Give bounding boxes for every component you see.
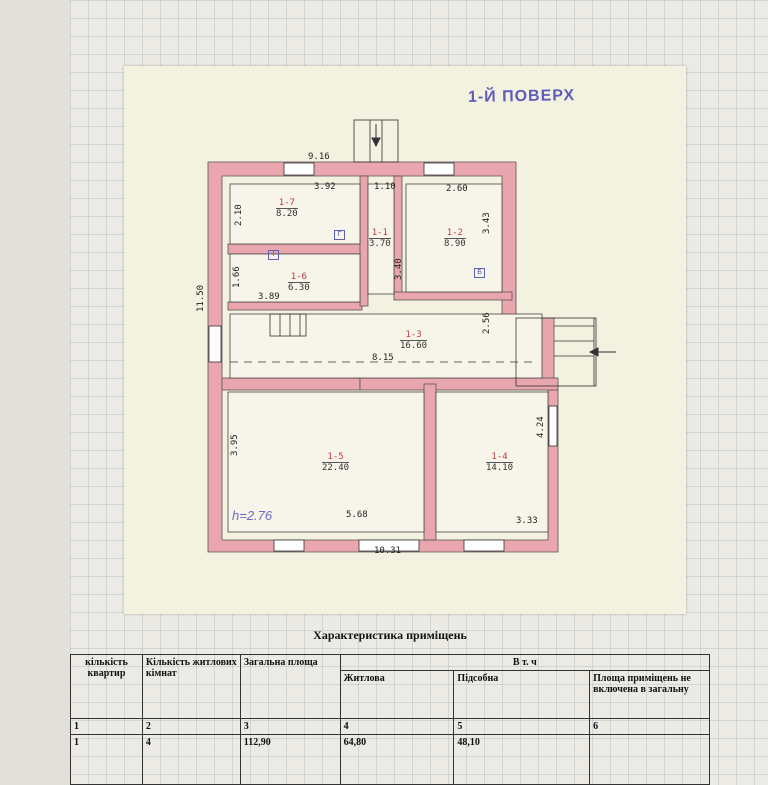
- dim-corridor-height: 2.56: [482, 312, 492, 334]
- header-total-area: Загальна площа: [239, 654, 341, 719]
- dim-kitchen-len: 3.92: [314, 182, 336, 192]
- cell-living: 64,80: [339, 734, 455, 785]
- dim-room2-height: 3.43: [482, 212, 492, 234]
- window: [283, 162, 315, 176]
- header-in-that: В т. ч: [339, 654, 711, 671]
- header-excluded: Площа приміщень не включена в загальну: [589, 670, 710, 719]
- dim-bath-wid: 1.66: [232, 266, 242, 288]
- wall-room2-bottom: [393, 291, 513, 301]
- wall-kitchen-bottom: [227, 243, 363, 255]
- floor-plan-sheet: 1-Й ПОВЕРХ 9.16 10.31 11.50 3.92 2.10 1.…: [124, 66, 686, 614]
- stairs: [269, 313, 307, 337]
- floor-plan-drawing: [207, 119, 616, 553]
- cell-excluded: [589, 734, 710, 785]
- wall-kitchen-right: [359, 175, 369, 307]
- window: [208, 325, 222, 363]
- room-1-7: [229, 183, 361, 245]
- header-auxiliary: Підсобна: [453, 670, 591, 719]
- table-title: Характеристика приміщень: [313, 628, 467, 642]
- dim-bottom-width: 10.31: [374, 546, 402, 556]
- room-1-6: [229, 253, 361, 303]
- col-number: 5: [453, 718, 591, 735]
- window: [548, 405, 558, 447]
- dim-bath-len: 3.89: [258, 292, 280, 302]
- room2-mark: Б: [474, 268, 485, 278]
- dim-left-height: 11.50: [196, 284, 206, 312]
- wall-corridor-bottom-right: [359, 377, 559, 391]
- ceiling-height-note: h=2.76: [232, 508, 273, 523]
- room-characteristics: Характеристика приміщень кількість кварт…: [70, 624, 711, 785]
- dim-corridor-len: 8.15: [372, 353, 394, 363]
- dim-room5-len: 5.68: [346, 510, 368, 520]
- header-apartments: кількість квартир: [70, 654, 143, 719]
- header-rooms: Кількість житлових кімнат: [141, 654, 241, 719]
- col-number: 4: [339, 718, 455, 735]
- window: [273, 539, 305, 552]
- bath-mark: I: [268, 250, 279, 260]
- room-1-3: [229, 313, 543, 379]
- dim-room4-height: 4.24: [536, 416, 546, 438]
- cell-rooms: 4: [141, 734, 241, 785]
- window: [423, 162, 455, 176]
- wall-bath-bottom: [227, 301, 363, 311]
- cell-apartments: 1: [70, 734, 143, 785]
- header-living: Житлова: [339, 670, 455, 719]
- dim-hall-len: 3.40: [394, 258, 404, 280]
- dim-room5-height: 3.95: [230, 434, 240, 456]
- floor-stamp: 1-Й ПОВЕРХ: [467, 87, 576, 106]
- kitchen-mark: Г: [334, 230, 345, 240]
- dim-room2-width: 2.60: [446, 184, 468, 194]
- col-number: 6: [589, 718, 710, 735]
- cell-auxiliary: 48,10: [453, 734, 591, 785]
- dim-hall-top: 1.10: [374, 182, 396, 192]
- col-number: 2: [141, 718, 241, 735]
- window: [463, 539, 505, 552]
- room-1-1: [367, 183, 395, 295]
- adjacent-page: [0, 0, 75, 785]
- dim-top-width: 9.16: [308, 152, 330, 162]
- col-number: 1: [70, 718, 143, 735]
- window: [358, 539, 420, 552]
- characteristics-table: кількість квартир Кількість житлових кім…: [70, 654, 711, 785]
- entrance-arrow: [371, 137, 381, 148]
- wall-room5-right: [423, 383, 437, 541]
- cell-total-area: 112,90: [239, 734, 341, 785]
- dim-room4-len: 3.33: [516, 516, 538, 526]
- dim-kitchen-wid: 2.10: [234, 204, 244, 226]
- wall-corridor-bottom: [221, 377, 361, 391]
- side-entrance-arrow: [588, 347, 599, 357]
- entrance-steps: [353, 119, 399, 163]
- col-number: 3: [239, 718, 341, 735]
